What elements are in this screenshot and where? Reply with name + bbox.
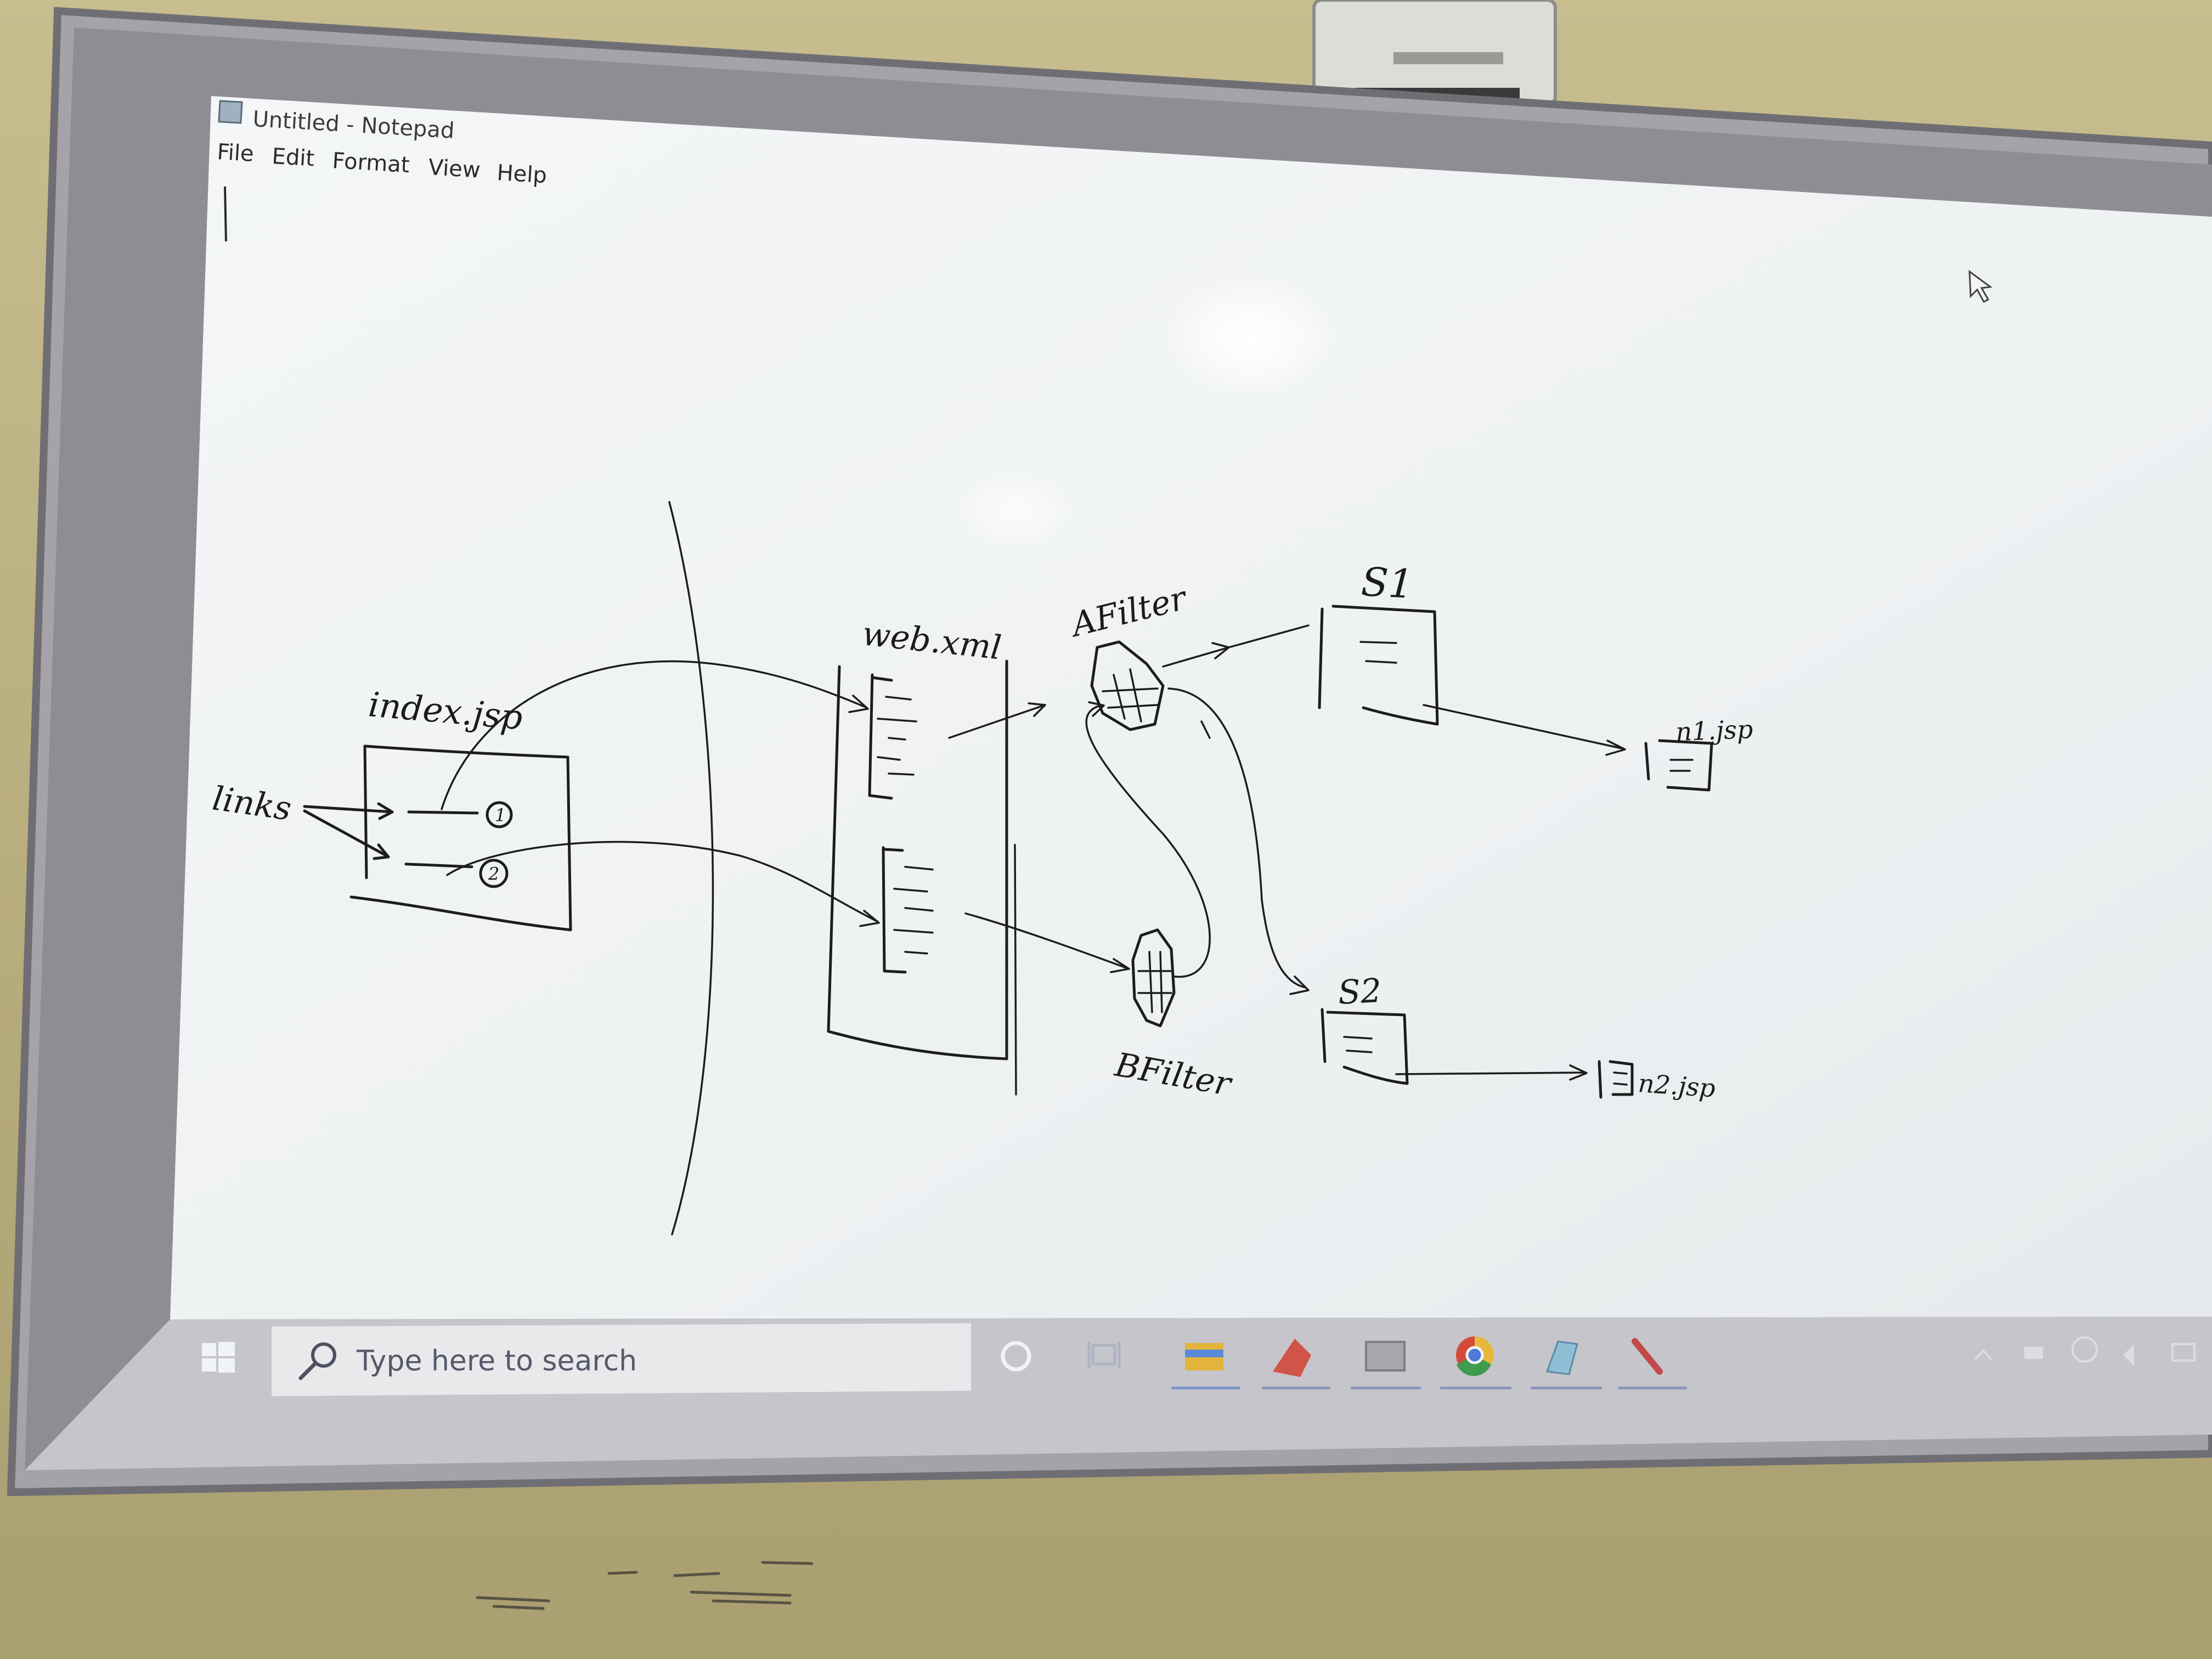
menu-help[interactable]: Help — [496, 160, 548, 188]
mapping-doc-1 — [868, 673, 893, 800]
app-icon-4[interactable] — [1618, 1338, 1687, 1390]
file-explorer-icon[interactable] — [1171, 1343, 1240, 1390]
curve-2-to-webxml — [446, 840, 880, 927]
arrow-s2-to-n2 — [1395, 1064, 1588, 1081]
afilter-shape — [1090, 640, 1165, 731]
marker-2-label: 2 — [488, 864, 499, 884]
loop-afilter-to-s2 — [1167, 687, 1307, 989]
marker-1 — [486, 801, 513, 828]
mapping-doc-1-lines — [877, 696, 917, 776]
n1-jsp-doc — [1644, 739, 1713, 792]
search-box[interactable] — [272, 1323, 971, 1396]
web-xml-right-edge — [1014, 844, 1017, 1096]
link-line-1 — [407, 810, 479, 815]
bfilter-hatch — [1137, 951, 1172, 1013]
web-xml-container — [827, 659, 1008, 1060]
arrow-afilter-to-s1 — [1162, 624, 1310, 668]
menu-view[interactable]: View — [427, 155, 481, 183]
divider-arc — [668, 501, 714, 1235]
loop-bfilter-to-afilter — [1085, 701, 1211, 978]
label-n1-jsp: n1.jsp — [1675, 714, 1753, 747]
chrome-icon[interactable] — [1440, 1336, 1511, 1390]
wall-scribbles — [476, 1561, 814, 1610]
text-cursor — [224, 186, 227, 242]
notepad-window — [170, 96, 2212, 1319]
menu-edit[interactable]: Edit — [271, 144, 315, 172]
s1-lines — [1359, 641, 1397, 664]
windows-start-icon[interactable] — [202, 1342, 235, 1373]
arrow-to-bfilter — [964, 912, 1130, 973]
marker-1-label: 1 — [495, 805, 506, 826]
menu-file[interactable]: File — [216, 139, 255, 167]
arrow-links-1 — [303, 802, 394, 820]
arrow-links-2 — [303, 809, 390, 860]
cortana-icon[interactable] — [1001, 1341, 1031, 1372]
mapping-doc-2-lines — [893, 866, 934, 955]
curve-1-to-webxml — [441, 660, 869, 810]
afilter-hatch — [1102, 668, 1159, 723]
arrow-to-afilter — [948, 702, 1046, 739]
app-icon-1[interactable] — [1262, 1339, 1330, 1390]
index-jsp-box — [349, 744, 572, 932]
mouse-pointer-icon — [1968, 269, 1993, 303]
menu-format[interactable]: Format — [331, 148, 410, 178]
app-icon-2[interactable] — [1351, 1341, 1421, 1390]
mapping-doc-2 — [882, 846, 907, 974]
marker-2 — [479, 859, 509, 888]
handwritten-diagram: links index.jsp 1 2 web.xml — [210, 501, 1753, 1235]
system-tray[interactable] — [1974, 1336, 2196, 1366]
search-icon — [298, 1342, 336, 1380]
n2-jsp-doc — [1598, 1060, 1634, 1099]
s2-lines — [1343, 1036, 1373, 1053]
glare-small — [949, 466, 1081, 554]
app-icon-3[interactable] — [1531, 1340, 1602, 1390]
task-view-icon[interactable] — [1087, 1342, 1121, 1368]
s2-box — [1321, 1008, 1409, 1085]
arrow-s1-to-n1 — [1423, 704, 1626, 756]
label-s1: S1 — [1360, 558, 1414, 607]
glare — [1158, 272, 1344, 403]
label-n2-jsp: n2.jsp — [1637, 1068, 1716, 1103]
label-s2: S2 — [1337, 972, 1383, 1012]
n1-jsp-lines — [1669, 759, 1694, 772]
loop-arrowhead — [1289, 975, 1310, 995]
s1-box — [1318, 605, 1439, 726]
notepad-menubar: File Edit Format View Help — [216, 139, 548, 188]
search-placeholder: Type here to search — [356, 1345, 637, 1378]
n2-jsp-lines — [1613, 1071, 1628, 1086]
loop-tick — [1200, 720, 1211, 739]
bfilter-shape — [1131, 928, 1176, 1028]
link-line-2 — [404, 862, 473, 868]
